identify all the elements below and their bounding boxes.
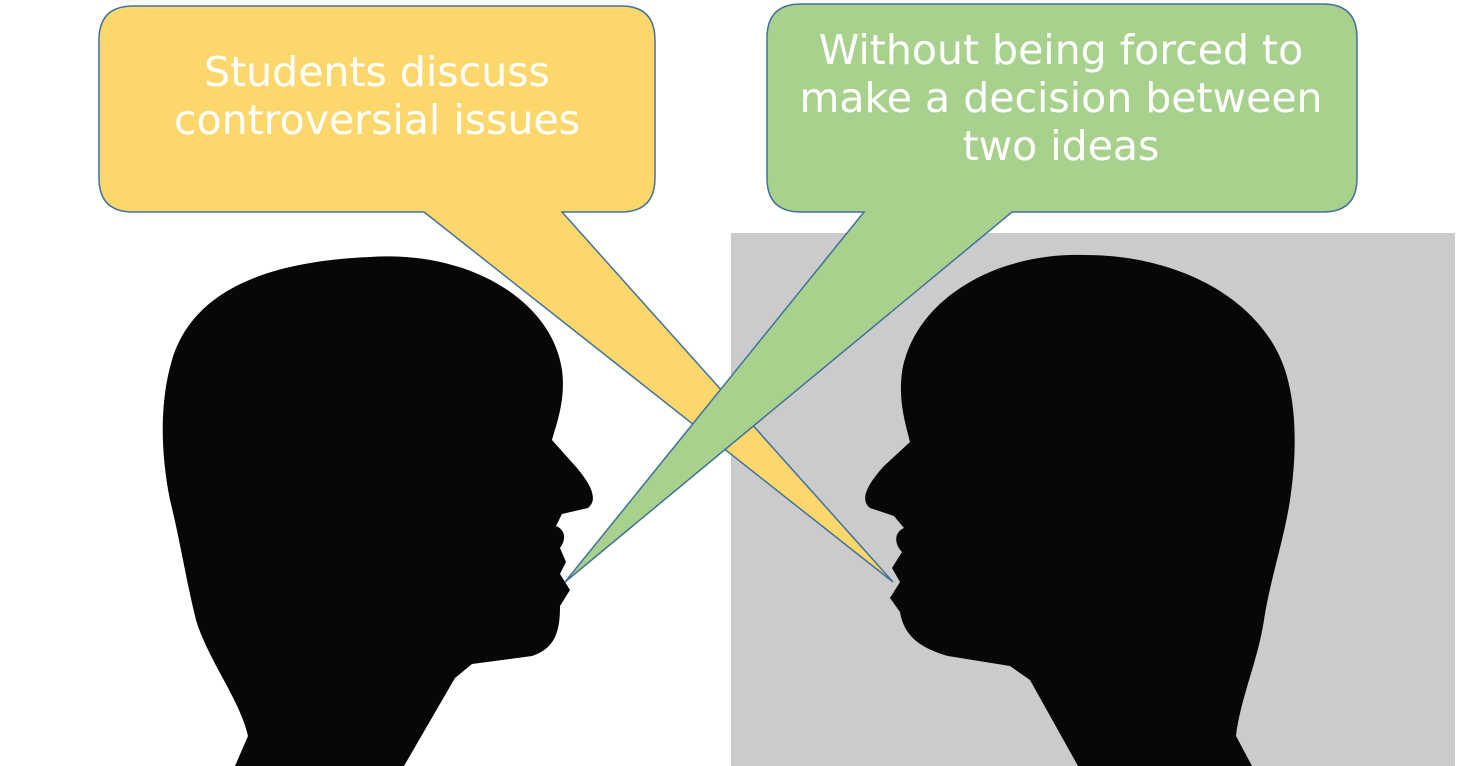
head-silhouette-right-icon bbox=[865, 254, 1295, 766]
speech-bubble-right bbox=[564, 3, 1358, 583]
head-silhouette-left-icon bbox=[162, 256, 593, 766]
speech-bubble-right-text: Without being forced to make a decision … bbox=[799, 26, 1323, 170]
speech-bubble-left-text: Students discuss controversial issues bbox=[173, 48, 581, 144]
